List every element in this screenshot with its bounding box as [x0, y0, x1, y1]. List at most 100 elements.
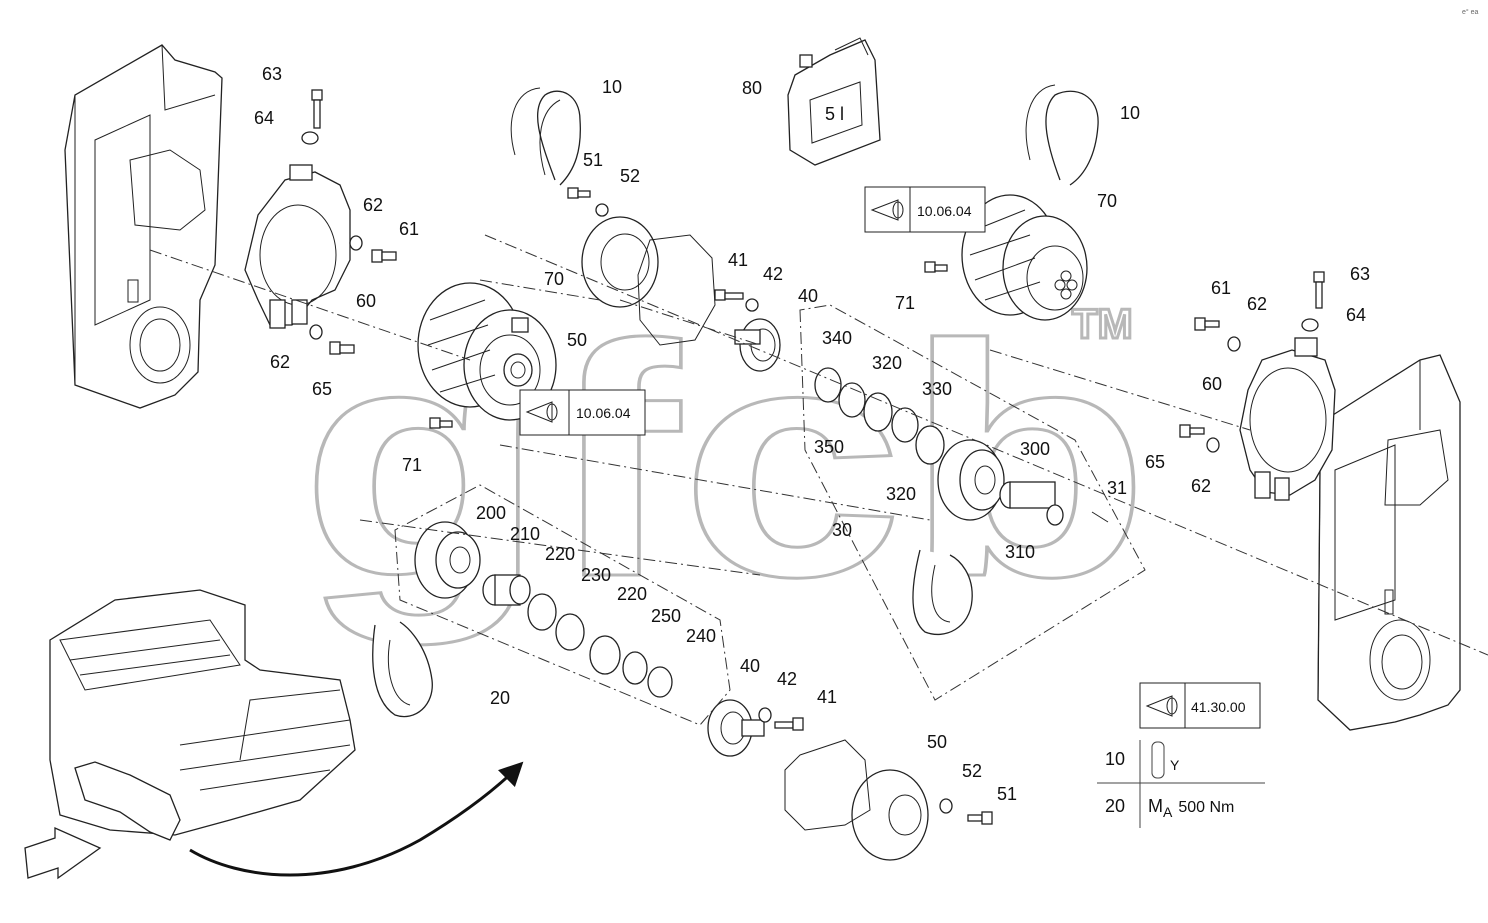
- ring-230: [555, 613, 585, 651]
- callout-64: 64: [1346, 305, 1366, 325]
- corner-mark: e° ea: [1462, 8, 1479, 16]
- callout-200: 200: [476, 503, 506, 523]
- right-drive-housing: [1317, 354, 1461, 731]
- callout-230: 230: [581, 565, 611, 585]
- hub-40-top: [734, 318, 781, 372]
- right-adapter-plate: [1239, 337, 1336, 501]
- gasket-bottom: [784, 739, 871, 831]
- ring-250: [622, 651, 648, 685]
- bolt-65-left: [329, 341, 355, 355]
- callout-210: 210: [510, 524, 540, 544]
- callout-320: 320: [886, 484, 916, 504]
- callout-52: 52: [620, 166, 640, 186]
- seal-320a: [863, 392, 893, 432]
- reference-box-left: 10.06.04: [519, 389, 646, 436]
- seal-220b: [589, 635, 621, 675]
- callout-62: 62: [1247, 294, 1267, 314]
- legend-row-1-symbol: Y: [1170, 757, 1180, 773]
- washer-62-right-bottom: [1206, 437, 1220, 453]
- seal-220a: [527, 593, 557, 631]
- chain-bottom-right: [912, 549, 973, 636]
- bolt-51-top: [567, 187, 591, 199]
- callout-320: 320: [872, 353, 902, 373]
- ring-240: [647, 666, 673, 698]
- chain-top-left: [510, 87, 581, 186]
- callout-63: 63: [1350, 264, 1370, 284]
- assembly-30-boundary: [799, 304, 1146, 701]
- washer-52-bottom: [939, 798, 953, 814]
- callout-10: 10: [1120, 103, 1140, 123]
- bolt-63-right: [1313, 271, 1325, 309]
- callout-42: 42: [777, 669, 797, 689]
- callout-20: 20: [490, 688, 510, 708]
- callout-240: 240: [686, 626, 716, 646]
- callout-80: 80: [742, 78, 762, 98]
- bolt-41-bottom: [774, 717, 804, 731]
- callout-65: 65: [312, 379, 332, 399]
- paver-machine-illustration: [24, 589, 524, 880]
- bolt-71-right: [924, 261, 948, 273]
- callout-50: 50: [567, 330, 587, 350]
- callout-62: 62: [363, 195, 383, 215]
- svg-text:10.06.04: 10.06.04: [576, 405, 631, 421]
- oil-canister: 5 l: [787, 37, 881, 166]
- callout-40: 40: [740, 656, 760, 676]
- hub-40-bottom: [707, 699, 765, 757]
- bolt-63-left: [311, 89, 323, 129]
- callout-42: 42: [763, 264, 783, 284]
- callout-220: 220: [545, 544, 575, 564]
- sprocket-300: [937, 439, 1005, 521]
- callout-40: 40: [798, 286, 818, 306]
- callout-70: 70: [1097, 191, 1117, 211]
- washer-62-left-top: [349, 235, 363, 251]
- chain-top-right: [1025, 84, 1099, 186]
- legend-row-2-num: 20: [1105, 796, 1125, 816]
- gasket-top: [637, 234, 716, 346]
- callout-350: 350: [814, 437, 844, 457]
- callout-41: 41: [817, 687, 837, 707]
- shaft-310: [999, 481, 1064, 526]
- callout-51: 51: [997, 784, 1017, 804]
- svg-text:TM: TM: [1072, 300, 1133, 347]
- callout-52: 52: [962, 761, 982, 781]
- legend-row-1-num: 10: [1105, 749, 1125, 769]
- callout-71: 71: [895, 293, 915, 313]
- callout-41: 41: [728, 250, 748, 270]
- canister-label: 5 l: [825, 104, 844, 124]
- ring-350: [838, 382, 866, 418]
- legend-reference: 41.30.00: [1191, 699, 1246, 715]
- washer-52-top: [595, 203, 609, 217]
- callout-63: 63: [262, 64, 282, 84]
- reference-box-top: 10.06.04: [864, 186, 986, 233]
- washer-62-right-top: [1227, 336, 1241, 352]
- flange-cover-bottom: [851, 769, 929, 861]
- callout-220: 220: [617, 584, 647, 604]
- callout-300: 300: [1020, 439, 1050, 459]
- bolt-65-right: [1179, 424, 1205, 438]
- callout-10: 10: [602, 77, 622, 97]
- callout-65: 65: [1145, 452, 1165, 472]
- callout-70: 70: [544, 269, 564, 289]
- callout-51: 51: [583, 150, 603, 170]
- callout-330: 330: [922, 379, 952, 399]
- washer-42-bottom: [758, 707, 772, 723]
- bolt-61-right: [1194, 317, 1220, 331]
- pin-31: [1091, 511, 1109, 523]
- svg-text:10.06.04: 10.06.04: [917, 203, 972, 219]
- ring-330: [891, 407, 919, 443]
- ring-340: [814, 367, 842, 403]
- assembly-20-boundary: [394, 484, 731, 726]
- left-adapter-plate: [244, 164, 351, 329]
- callout-30: 30: [832, 520, 852, 540]
- bolt-41-top: [714, 289, 744, 301]
- hub-210: [482, 574, 531, 606]
- callout-60: 60: [1202, 374, 1222, 394]
- callout-31: 31: [1107, 478, 1127, 498]
- callout-61: 61: [399, 219, 419, 239]
- nut-64-right: [1301, 318, 1319, 332]
- seal-320b: [915, 425, 945, 465]
- callout-310: 310: [1005, 542, 1035, 562]
